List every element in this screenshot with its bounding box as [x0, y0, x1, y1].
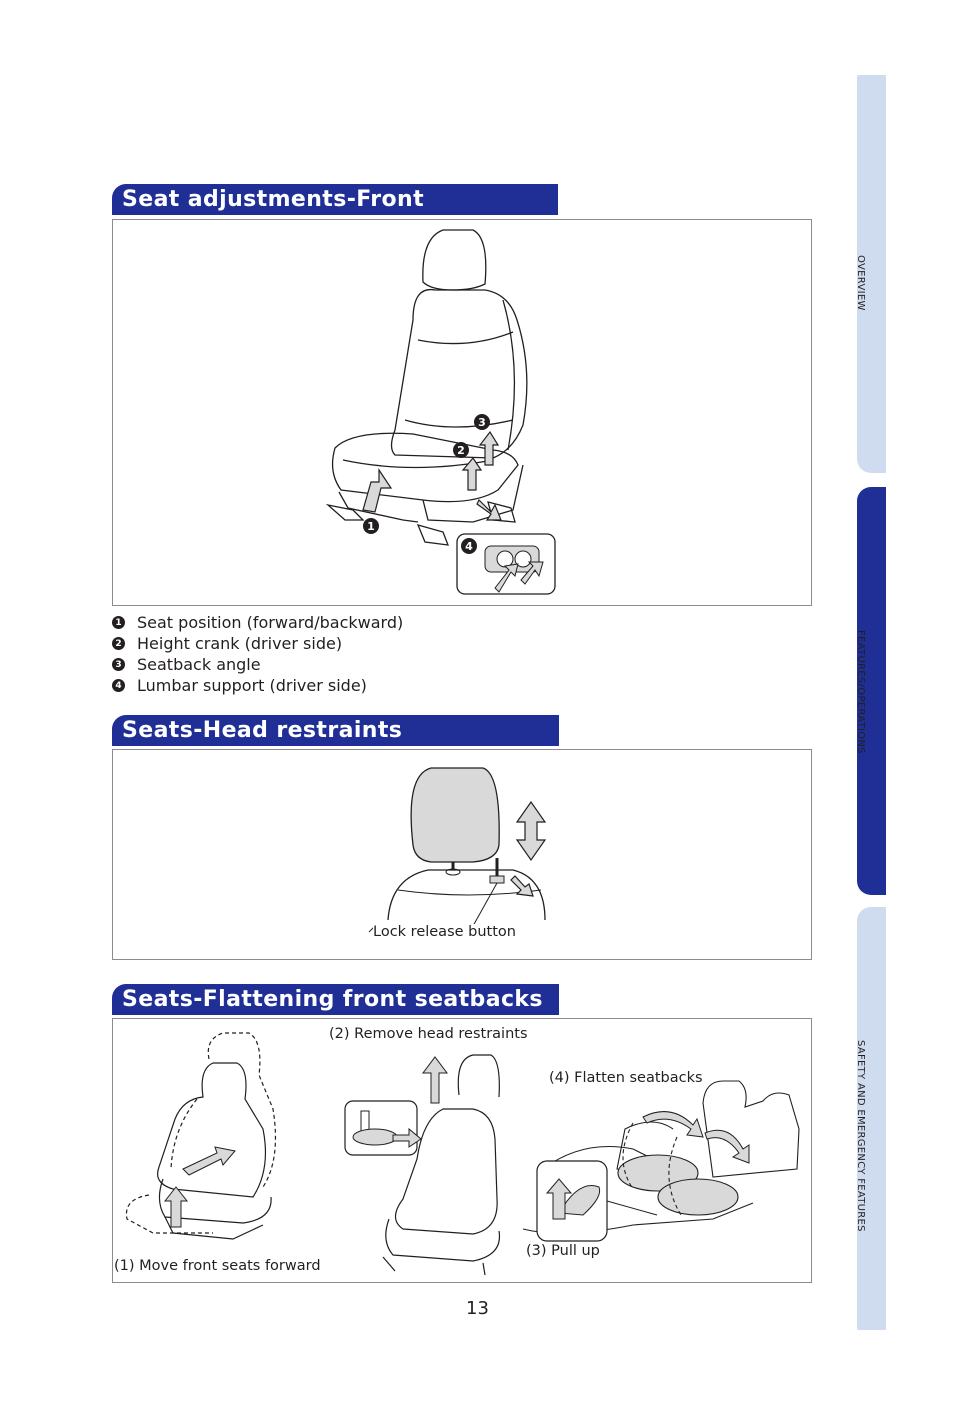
arrow-icon: [476, 498, 502, 521]
release-inset: [344, 1100, 418, 1156]
arrow-icon: [362, 468, 393, 513]
forward-arrow-icon: [182, 1146, 236, 1176]
headrest-outline: [422, 229, 487, 291]
section-title-flatten-seatbacks: Seats-Flattening front seatbacks: [112, 984, 559, 1015]
seatback-outline: [390, 288, 528, 459]
page-number: 13: [466, 1298, 489, 1319]
step-3-label: (3) Pull up: [526, 1243, 600, 1259]
legend-item: 4 Lumbar support (driver side): [112, 675, 612, 696]
arrow-icon: [520, 561, 544, 585]
callout-1-label: 1: [367, 520, 375, 533]
callout-3-label: 3: [478, 416, 486, 429]
section-title-head-restraints: Seats-Head restraints: [112, 715, 559, 746]
legend-text: Height crank (driver side): [137, 634, 343, 653]
legend-number-badge: 3: [112, 658, 125, 671]
tab-features-operations[interactable]: [857, 487, 886, 895]
section-title-front-seat: Seat adjustments-Front: [112, 184, 558, 215]
legend-number-badge: 2: [112, 637, 125, 650]
legend-item: 2 Height crank (driver side): [112, 633, 612, 654]
arrow-icon: [494, 563, 519, 593]
lift-arrow-icon: [163, 1186, 189, 1228]
step-2-label: (2) Remove head restraints: [329, 1026, 528, 1042]
legend-text: Lumbar support (driver side): [137, 676, 367, 695]
flatten-seatbacks-drawing: [125, 1032, 800, 1276]
tab-label-safety-emergency: SAFETY AND EMERGENCY FEATURES: [855, 1040, 866, 1232]
legend-text: Seatback angle: [137, 655, 261, 674]
up-down-arrow-icon: [515, 800, 547, 862]
front-seat-legend: 1 Seat position (forward/backward) 2 Hei…: [112, 612, 612, 696]
up-arrow-icon: [422, 1056, 448, 1104]
head-restraint-illustration: Lock release button: [112, 749, 812, 960]
step2-headrest: [457, 1054, 500, 1098]
cushion-outline: [331, 432, 519, 503]
step2-seat-outline: [394, 1108, 498, 1235]
step-1-label: (1) Move front seats forward: [113, 1258, 321, 1274]
callout-1: [363, 518, 379, 534]
rear-seat-outline: [702, 1080, 800, 1178]
press-arrow-icon: [392, 1127, 422, 1148]
lock-release-label: Lock release button: [373, 924, 516, 940]
flatten-seatbacks-illustration: (2) Remove head restraints (4) Flatten s…: [112, 1018, 812, 1283]
seatback-top: [387, 869, 546, 921]
seat-rail: [338, 491, 419, 523]
flattened-seatback: [657, 1178, 739, 1216]
callout-2: [453, 442, 469, 458]
tab-label-overview: OVERVIEW: [855, 255, 866, 311]
fold-arrow-icon: [704, 1129, 750, 1164]
side-panel: [422, 464, 524, 523]
front-seat-illustration: 1 2 3 4: [112, 219, 812, 606]
step-4-label: (4) Flatten seatbacks: [549, 1070, 703, 1086]
callout-3: [474, 414, 490, 430]
tab-label-features-operations: FEATURES/OPERATIONS: [855, 630, 866, 754]
arrow-icon: [461, 456, 483, 491]
fold-arrow-icon: [642, 1111, 704, 1138]
headrest-outline: [410, 767, 500, 863]
front-seat-drawing: 1 2 3 4: [325, 229, 556, 595]
callout-2-label: 2: [457, 444, 465, 457]
arrow-icon: [478, 430, 500, 466]
callout-4-label: 4: [465, 540, 473, 553]
legend-text: Seat position (forward/backward): [137, 613, 404, 632]
tab-safety-emergency[interactable]: [857, 907, 886, 1330]
legend-number-badge: 1: [112, 616, 125, 629]
tab-overview[interactable]: [857, 75, 886, 473]
pull-up-arrow-icon: [545, 1178, 573, 1220]
head-restraint-drawing: [368, 767, 547, 933]
legend-number-badge: 4: [112, 679, 125, 692]
press-arrow-icon: [510, 875, 534, 897]
legend-item: 1 Seat position (forward/backward): [112, 612, 612, 633]
chapter-tabs: [857, 75, 886, 1330]
legend-item: 3 Seatback angle: [112, 654, 612, 675]
step1-seat-outline: [157, 1062, 267, 1198]
callout-4: [461, 538, 477, 554]
